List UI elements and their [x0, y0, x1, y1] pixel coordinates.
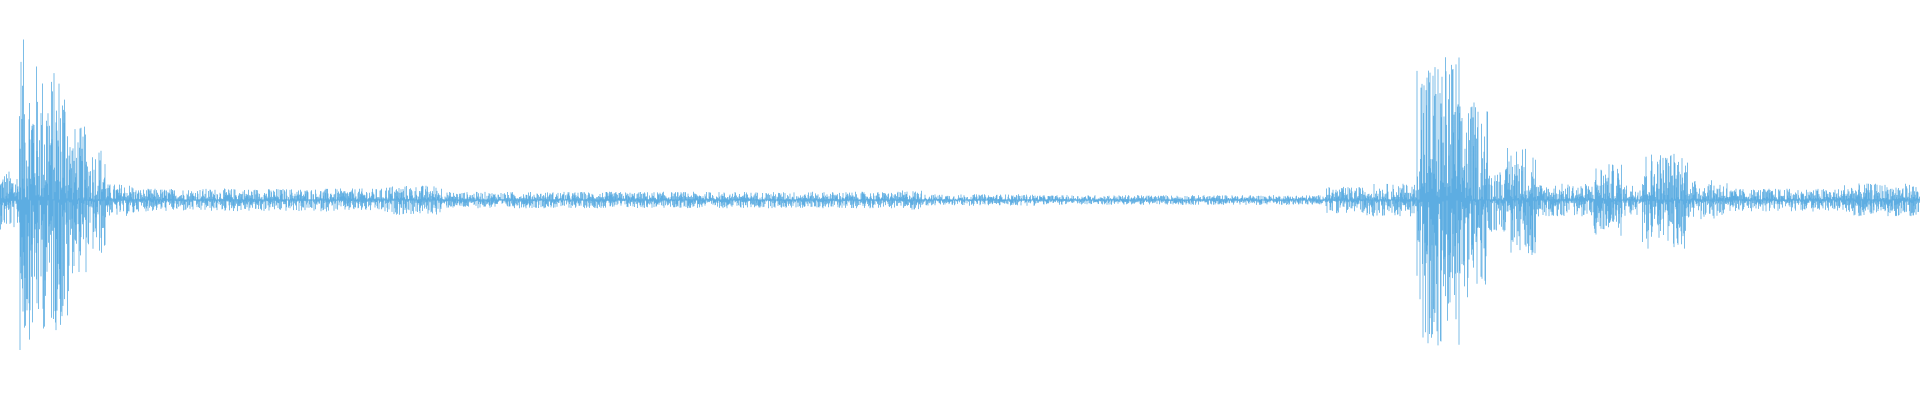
waveform-samples: [0, 39, 1920, 350]
waveform-trace: [0, 39, 1920, 350]
